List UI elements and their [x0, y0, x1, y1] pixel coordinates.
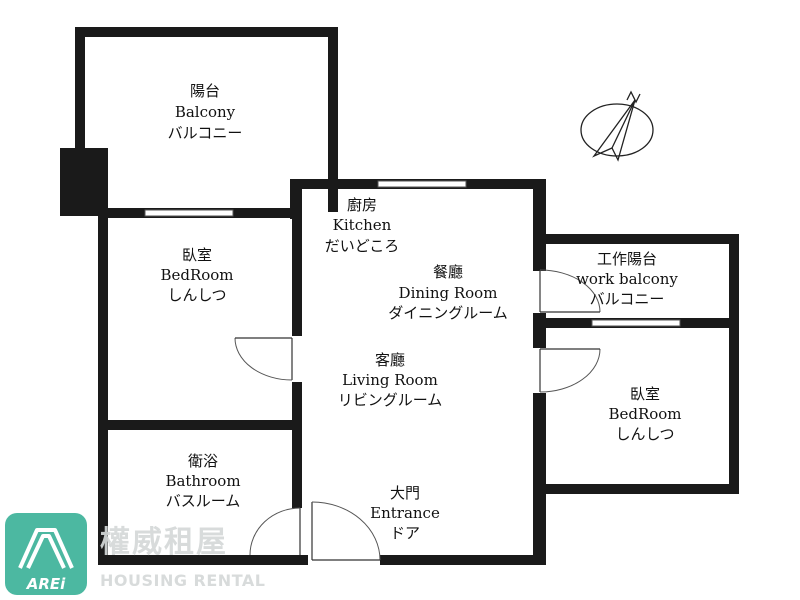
wall-balcony-pillar: [60, 148, 108, 216]
room-living-zh: 客廳: [375, 351, 405, 369]
room-work-balcony-label: 工作陽台 work balcony バルコニー: [576, 250, 678, 308]
room-bedroom-right-ja: しんしつ: [615, 425, 674, 443]
door-entrance-swing: [311, 501, 381, 561]
room-dining-ja: ダイニングルーム: [388, 304, 508, 322]
room-entrance-ja: ドア: [390, 524, 420, 542]
wall-bedroom-left-bottom: [98, 420, 300, 430]
room-bathroom-en: Bathroom: [165, 472, 240, 490]
room-balcony-label: 陽台 Balcony バルコニー: [168, 82, 243, 142]
compass: [580, 90, 654, 162]
room-living-label: 客廳 Living Room リビングルーム: [338, 351, 443, 409]
room-bedroom-right-zh: 臥室: [630, 385, 660, 403]
room-dining-en: Dining Room: [399, 284, 498, 302]
wall-main-bottom: [380, 555, 546, 565]
door-work-balcony-swing: [539, 269, 601, 313]
logo-brand-cn: 權威租屋: [100, 525, 228, 560]
wall-main-right-bottom: [533, 393, 546, 565]
window-bedroom-right: [591, 319, 681, 327]
house-icon: [18, 528, 74, 569]
wall-main-right-top: [533, 179, 546, 271]
room-kitchen-zh: 廚房: [347, 196, 377, 214]
north-arrow-shaft: [611, 99, 636, 149]
wall-balcony-left: [75, 27, 85, 212]
room-entrance-en: Entrance: [370, 504, 440, 522]
window-bedroom-left: [144, 209, 234, 217]
room-bedroom-right-en: BedRoom: [608, 405, 681, 423]
compass-ring: [580, 103, 654, 157]
doors: [234, 269, 601, 561]
room-entrance-label: 大門 Entrance ドア: [370, 484, 440, 542]
room-living-ja: リビングルーム: [338, 391, 443, 409]
room-dining-zh: 餐廳: [433, 263, 463, 281]
room-bathroom-ja: バスルーム: [166, 492, 241, 510]
logo-brand-en: HOUSING RENTAL: [100, 571, 265, 590]
window-kitchen: [377, 180, 467, 188]
room-bathroom-label: 衛浴 Bathroom バスルーム: [165, 452, 240, 510]
wall-bedroom-left-inner-top: [292, 208, 302, 336]
wall-bathroom-right: [292, 420, 302, 508]
north-arrow-icon: [592, 99, 636, 162]
north-mark-icon: [626, 90, 641, 104]
wall-bedroom-right-bottom: [533, 484, 739, 494]
wall-work-balcony-top: [533, 234, 739, 244]
wall-main-left-top: [290, 179, 302, 219]
door-bedroom-right-swing: [539, 348, 601, 393]
room-dining-label: 餐廳 Dining Room ダイニングルーム: [388, 263, 508, 322]
logo-mark-text: AREi: [26, 575, 66, 593]
room-entrance-zh: 大門: [390, 484, 420, 502]
wall-bedroom-left-outer: [98, 208, 108, 430]
wall-bathroom-bottom: [98, 555, 308, 565]
room-work-balcony-ja: バルコニー: [590, 290, 665, 308]
room-balcony-zh: 陽台: [190, 82, 220, 100]
logo-mark-badge: [5, 513, 87, 595]
room-bedroom-left-ja: しんしつ: [167, 286, 226, 304]
wall-balcony-top: [75, 27, 337, 37]
room-work-balcony-en: work balcony: [576, 270, 678, 288]
room-bathroom-zh: 衛浴: [188, 452, 218, 470]
room-kitchen-en: Kitchen: [333, 216, 392, 234]
room-bedroom-left-en: BedRoom: [160, 266, 233, 284]
door-bedroom-left-swing: [234, 337, 293, 381]
room-kitchen-label: 廚房 Kitchen だいどころ: [325, 196, 400, 255]
wall-bathroom-left: [98, 420, 108, 565]
door-bathroom-swing: [249, 507, 301, 556]
room-kitchen-ja: だいどころ: [325, 237, 400, 255]
wall-bedroom-left-inner-bottom: [292, 382, 302, 430]
room-living-en: Living Room: [342, 371, 438, 389]
room-bedroom-right-label: 臥室 BedRoom しんしつ: [608, 385, 681, 443]
room-bedroom-left-label: 臥室 BedRoom しんしつ: [160, 246, 233, 304]
watermark-logo: AREi 權威租屋 HOUSING RENTAL: [5, 513, 265, 595]
room-balcony-en: Balcony: [175, 103, 236, 121]
wall-work-balcony-right: [729, 234, 739, 494]
windows: [144, 180, 681, 327]
wall-balcony-right: [328, 27, 338, 212]
room-work-balcony-zh: 工作陽台: [597, 250, 657, 268]
room-bedroom-left-zh: 臥室: [182, 246, 212, 264]
room-balcony-ja: バルコニー: [168, 124, 243, 142]
